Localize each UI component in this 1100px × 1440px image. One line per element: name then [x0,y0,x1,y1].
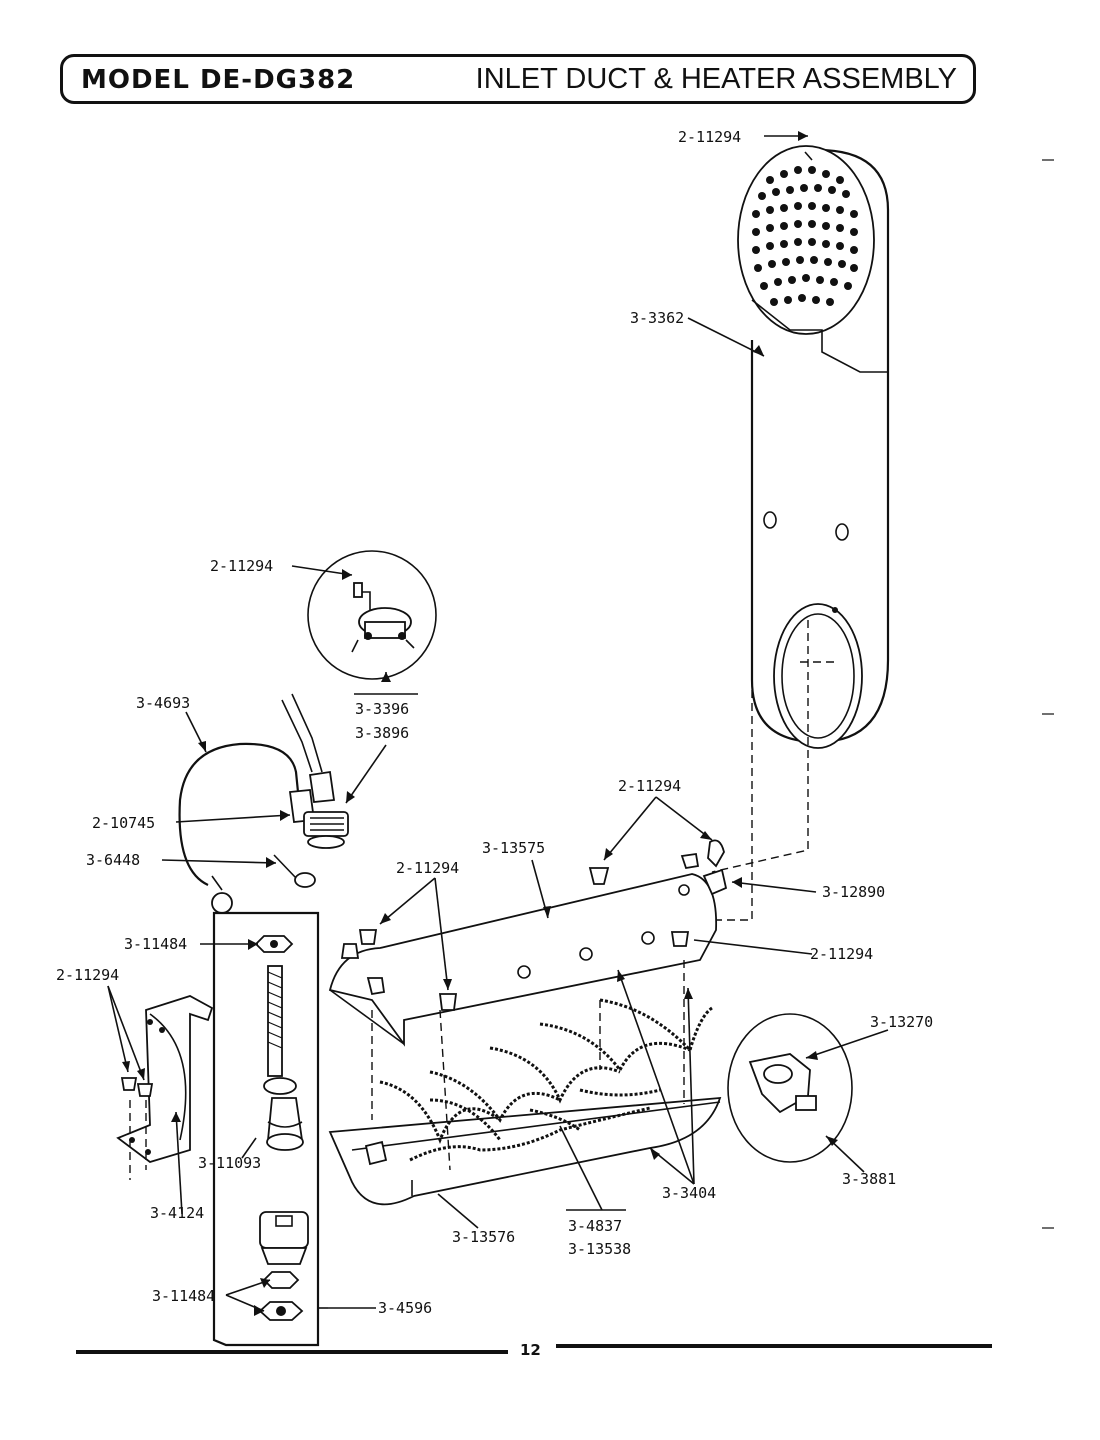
label-3-4837: 3-4837 [568,1217,622,1235]
label-3-11093: 3-11093 [198,1154,261,1172]
label-2-11294-thermostat: 2-11294 [210,557,273,575]
page-title: INLET DUCT & HEATER ASSEMBLY [475,63,957,95]
label-3-13576: 3-13576 [452,1228,515,1246]
label-2-11294-top: 2-11294 [678,128,741,146]
part-labels: 2-11294 3-3362 2-11294 3-3396 3-3896 3-4… [56,128,933,1317]
arrowheads [122,131,838,1316]
label-3-11484-top: 3-11484 [124,935,187,953]
model-number: MODEL DE-DG382 [81,65,356,95]
label-3-4693: 3-4693 [136,694,190,712]
label-3-3362: 3-3362 [630,309,684,327]
label-3-11484-bottom: 3-11484 [152,1287,215,1305]
page-number: 12 [520,1341,541,1359]
label-2-11294-bracket: 2-11294 [56,966,119,984]
heater-bottom-shell-and-coils [328,960,722,1206]
label-3-13575: 3-13575 [482,839,545,857]
label-2-11294-mid: 2-11294 [618,777,681,795]
terminal-block-kit [212,911,320,1347]
label-3-4124: 3-4124 [150,1204,204,1222]
thermostat-detail-circle [307,550,437,680]
label-3-3881: 3-3881 [842,1170,896,1188]
label-3-12890: 3-12890 [822,883,885,901]
label-3-4596: 3-4596 [378,1299,432,1317]
inlet-duct-3-3362 [700,145,890,921]
wire-and-thermostat [178,693,349,914]
label-3-3896: 3-3896 [355,724,409,742]
heater-top-shell [328,839,728,1047]
label-3-3396: 3-3396 [355,700,409,718]
label-3-13270: 3-13270 [870,1013,933,1031]
footer: 12 [76,1341,992,1359]
grille-holes [752,166,858,306]
bracket-3-4124 [116,995,214,1180]
label-2-11294-right: 2-11294 [810,945,873,963]
label-3-6448: 3-6448 [86,851,140,869]
label-2-10745: 2-10745 [92,814,155,832]
label-3-3404: 3-3404 [662,1184,716,1202]
label-3-13538: 3-13538 [568,1240,631,1258]
label-2-11294-left: 2-11294 [396,859,459,877]
limit-thermostat-3-3881 [727,1013,853,1163]
header-box: MODEL DE-DG382 INLET DUCT & HEATER ASSEM… [60,54,976,104]
margin-marks [1042,159,1054,1229]
